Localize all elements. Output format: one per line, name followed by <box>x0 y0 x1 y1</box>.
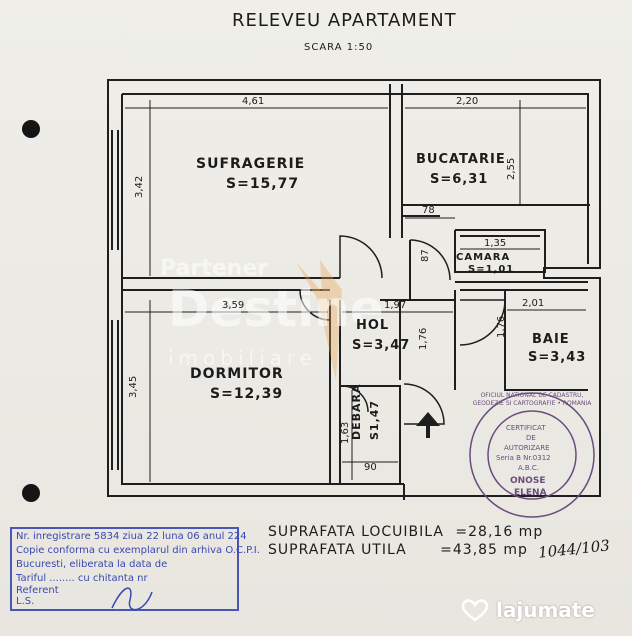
wall-hol-inner <box>380 240 455 380</box>
punch-hole-bottom <box>22 484 40 502</box>
total-utila-value: =43,85 mp <box>440 542 528 558</box>
door-swing-dormitor <box>299 289 331 321</box>
lajumate-heart-icon <box>461 599 489 622</box>
stamp-line-4: Tariful ........ cu chitanta nr <box>16 573 148 584</box>
stamp-line-2: Copie conforma cu exemplarul din arhiva … <box>16 545 260 556</box>
dim-label-359: 3,59 <box>222 300 245 311</box>
dim-label-220: 2,20 <box>456 96 479 107</box>
total-utila: SUPRAFATA UTILA =43,85 mp <box>268 542 528 558</box>
door-swing-entrance <box>403 383 445 425</box>
watermark-imobiliare: imobiliare <box>168 346 317 370</box>
window-left-top <box>111 130 119 250</box>
seal-line4: Seria B Nr.0312 <box>496 454 551 462</box>
exterior-wall <box>107 79 601 497</box>
dim-label-176b: 1,76 <box>418 327 429 350</box>
seal-line6: ONOSE <box>510 476 546 486</box>
total-locuibila-label: SUPRAFATA LOCUIBILA <box>268 524 444 540</box>
room-dormitor-area: S=12,39 <box>210 386 284 402</box>
room-debara-name: DEBARA <box>350 383 363 440</box>
lajumate-brand-text: lajumate <box>496 598 595 622</box>
wall-baie <box>454 281 588 391</box>
plan-scale: SCARA 1:50 <box>304 42 374 53</box>
wall-sufragerie-bucatarie <box>389 84 403 238</box>
room-sufragerie-name: SUFRAGERIE <box>196 156 306 172</box>
door-swing-bucatarie <box>409 239 451 281</box>
room-camara-name: CAMARA <box>456 252 511 263</box>
watermark-star <box>296 260 342 380</box>
room-debara-area: S1,47 <box>368 399 381 440</box>
stamp-line-5: Referent <box>16 585 59 596</box>
watermark-destine: Destine <box>168 280 384 338</box>
dim-label-461: 4,61 <box>242 96 265 107</box>
stamp-line-6: L.S. <box>16 596 35 607</box>
dim-label-135: 1,35 <box>484 238 507 249</box>
wall-camara <box>454 229 546 273</box>
dim-label-87: 87 <box>420 249 431 262</box>
door-swing-debara <box>341 385 369 413</box>
seal-ring-text: OFICIUL NATIONAL DE CADASTRU, GEODEZIE S… <box>472 392 592 407</box>
total-utila-label: SUPRAFATA UTILA <box>268 542 407 558</box>
room-hol-area: S=3,47 <box>352 338 411 353</box>
stamp-signature <box>111 587 153 611</box>
dim-label-342: 3,42 <box>134 175 145 198</box>
dim-label-201: 2,01 <box>522 298 545 309</box>
room-baie-name: BAIE <box>532 332 570 347</box>
watermark-partener: Partener <box>160 256 269 281</box>
exterior-wall-inner <box>121 93 589 500</box>
room-hol-name: HOL <box>356 318 390 333</box>
seal-line1: CERTIFICAT <box>506 424 546 432</box>
seal-line7: ELENA <box>514 488 547 498</box>
room-dormitor-name: DORMITOR <box>190 366 284 382</box>
door-swing-baie <box>459 299 506 346</box>
dim-label-176a: 1,76 <box>496 315 507 338</box>
dim-label-197: 1,97 <box>384 300 407 311</box>
room-bucatarie-name: BUCATARIE <box>416 152 506 167</box>
dim-label-345: 3,45 <box>128 375 139 398</box>
lajumate-logo: lajumate <box>460 598 595 622</box>
dim-label-78: 78 <box>422 205 435 216</box>
wall-hol-dormitor <box>329 300 341 484</box>
dim-label-255: 2,55 <box>506 157 517 180</box>
door-swing-sufragerie <box>339 235 383 279</box>
room-sufragerie-area: S=15,77 <box>226 176 300 192</box>
room-camara-area: S=1,01 <box>468 264 515 275</box>
total-locuibila-value: =28,16 mp <box>455 524 544 540</box>
seal-line3: AUTORIZARE <box>504 444 550 452</box>
stamp-line-3: Bucuresti, eliberata la data de <box>16 559 168 570</box>
plan-title: RELEVEU APARTAMENT <box>232 10 457 31</box>
total-locuibila: SUPRAFATA LOCUIBILA =28,16 mp <box>268 524 543 540</box>
cadastre-seal <box>469 392 595 518</box>
window-left-bottom <box>111 320 119 470</box>
dim-label-90: 90 <box>364 462 377 473</box>
wall-bucatarie-bottom <box>402 204 590 217</box>
room-bucatarie-area: S=6,31 <box>430 172 489 187</box>
dim-label-163: 1,63 <box>340 421 351 444</box>
seal-line5: A.B.C. <box>518 464 540 472</box>
room-baie-area: S=3,43 <box>528 350 587 365</box>
wall-sufragerie-bottom <box>122 277 340 291</box>
wall-debara <box>340 385 401 484</box>
seal-line2: DE <box>526 434 536 442</box>
punch-hole-top <box>22 120 40 138</box>
ocpi-stamp: Nr. inregistrare 5834 ziua 22 luna 06 an… <box>10 527 260 611</box>
stamp-line-1: Nr. inregistrare 5834 ziua 22 luna 06 an… <box>16 531 247 542</box>
entrance-arrow <box>416 412 440 438</box>
